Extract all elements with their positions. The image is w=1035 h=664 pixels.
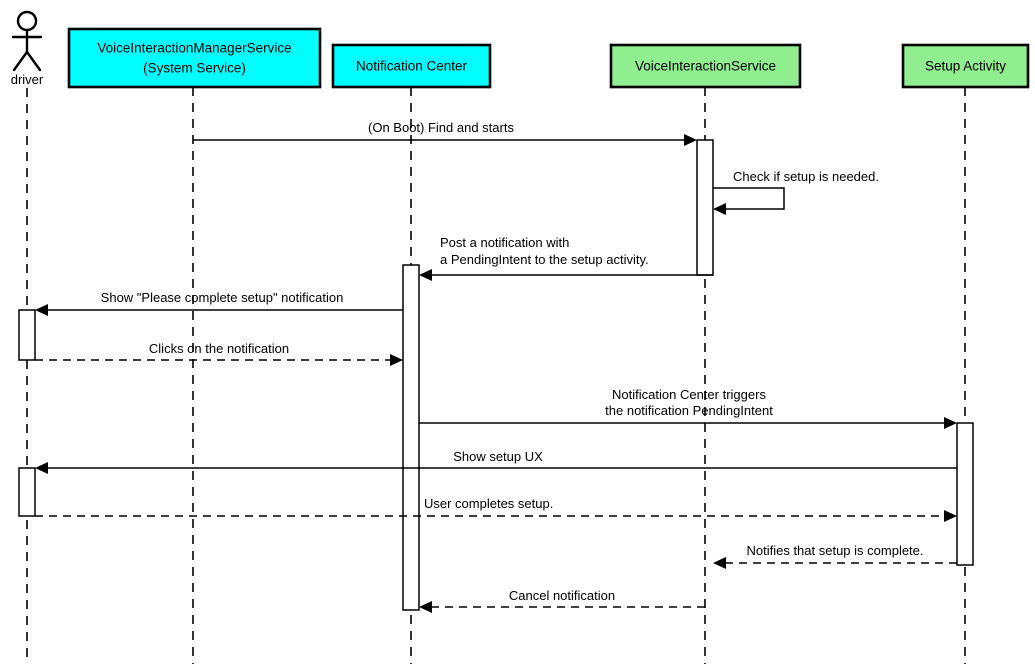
message-msg-2[interactable]: Check if setup is needed. (713, 169, 879, 215)
message-msg-4[interactable]: Show "Please complete setup" notificatio… (35, 290, 403, 316)
participant-box-vims[interactable] (67, 27, 322, 89)
message-msg-9[interactable]: Notifies that setup is complete. (713, 543, 957, 569)
activation-bar-driver (18, 309, 36, 361)
participants-layer: driver VoiceInteractionManagerService (Sys… (11, 10, 1030, 89)
participant-driver[interactable]: driver (11, 10, 44, 87)
participant-box-setupactivity[interactable] (901, 43, 1030, 89)
message-label: Notifies that setup is complete. (746, 543, 923, 558)
participant-box-vis[interactable] (609, 43, 802, 89)
arrowhead (944, 417, 957, 429)
message-label: (On Boot) Find and starts (368, 120, 514, 135)
message-label-line2: a PendingIntent to the setup activity. (440, 252, 649, 267)
arrowhead (390, 354, 403, 366)
message-label: Cancel notification (509, 588, 615, 603)
message-msg-3[interactable]: Post a notification with a PendingIntent … (419, 235, 713, 281)
actor-label-driver: driver (11, 72, 44, 87)
participant-label-setupactivity: Setup Activity (925, 59, 1006, 74)
message-label: Show setup UX (453, 449, 543, 464)
arrowhead (713, 557, 726, 569)
activation-bar-notifcenter (402, 264, 420, 611)
participant-label-vims: VoiceInteractionManagerService (97, 41, 291, 56)
participant-label-vis: VoiceInteractionService (635, 59, 776, 74)
activations-layer (18, 139, 974, 611)
activation-bar-setupactivity (956, 422, 974, 566)
arrowhead (713, 203, 726, 215)
arrowhead (419, 269, 432, 281)
message-msg-5[interactable]: Clicks on the notification (35, 341, 403, 366)
message-label: Notification Center triggers (612, 387, 766, 402)
arrowhead (684, 134, 697, 146)
message-label-line2: the notification PendingIntent (605, 403, 773, 418)
actor-head-icon (16, 10, 38, 32)
message-label: Check if setup is needed. (733, 169, 879, 184)
participant-sublabel-vims: (System Service) (143, 61, 246, 76)
message-label: Show "Please complete setup" notificatio… (101, 290, 344, 305)
participant-label-notifcenter: Notification Center (356, 59, 468, 74)
message-label: Clicks on the notification (149, 341, 289, 356)
message-msg-10[interactable]: Cancel notification (419, 588, 705, 613)
participant-setupactivity[interactable]: Setup Activity (901, 43, 1030, 89)
participant-box-notifcenter[interactable] (331, 43, 492, 89)
participant-notifcenter[interactable]: Notification Center (331, 43, 492, 89)
actor-leg-left-icon (12, 50, 29, 72)
arrowhead (419, 601, 432, 613)
message-line (713, 187, 785, 210)
arrowhead (35, 304, 48, 316)
message-msg-8[interactable]: User completes setup. (35, 496, 957, 522)
activation-bar-driver (18, 467, 36, 517)
arrowhead (944, 510, 957, 522)
arrowhead (35, 462, 48, 474)
actor-leg-right-icon (25, 50, 42, 72)
activation-bar-vis (696, 139, 714, 276)
message-msg-7[interactable]: Show setup UX (35, 449, 957, 474)
message-label: Post a notification with (440, 235, 569, 250)
message-label: User completes setup. (424, 496, 553, 511)
participant-vims[interactable]: VoiceInteractionManagerService (System Se… (67, 27, 322, 89)
message-msg-1[interactable]: (On Boot) Find and starts (193, 120, 697, 146)
participant-vis[interactable]: VoiceInteractionService (609, 43, 802, 89)
